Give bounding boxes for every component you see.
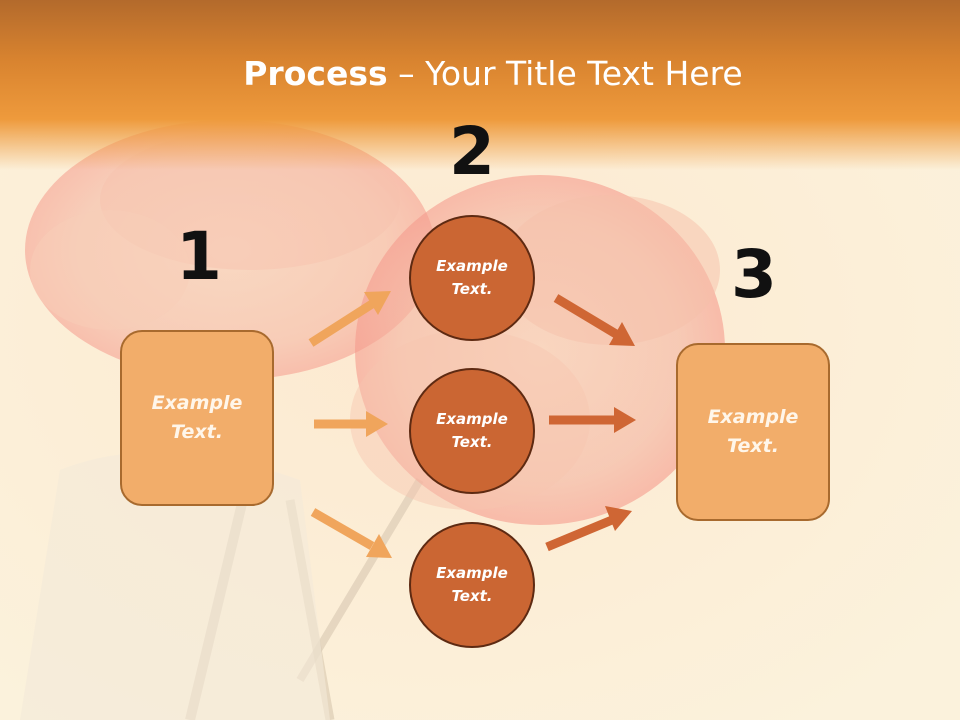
slide-title[interactable]: Process – Your Title Text Here xyxy=(0,52,960,96)
circle-bottom-text: Example Text. xyxy=(436,564,508,605)
arrow-top-to-step3 xyxy=(553,294,635,346)
step-3-number: 3 xyxy=(731,236,777,313)
arrow-middle-to-step3 xyxy=(549,407,636,433)
step-1-box-text: Example Text. xyxy=(151,392,243,443)
title-bold-part: Process xyxy=(243,54,388,93)
step-3-box-text: Example Text. xyxy=(707,406,799,457)
step-2-circle-top[interactable]: Example Text. xyxy=(409,215,535,341)
circle-top-text: Example Text. xyxy=(436,257,508,298)
circle-middle-text: Example Text. xyxy=(436,410,508,451)
title-rest-part: – Your Title Text Here xyxy=(387,54,743,93)
arrow-step1-to-middle xyxy=(314,411,388,437)
arrow-step1-to-top xyxy=(308,291,391,347)
arrow-bottom-to-step3 xyxy=(545,506,632,552)
step-2-circle-bottom[interactable]: Example Text. xyxy=(409,522,535,648)
title-band xyxy=(0,0,960,170)
step-1-number: 1 xyxy=(176,218,222,295)
step-1-box[interactable]: Example Text. xyxy=(120,330,274,506)
step-3-box[interactable]: Example Text. xyxy=(676,343,830,521)
step-2-circle-middle[interactable]: Example Text. xyxy=(409,368,535,494)
step-2-number: 2 xyxy=(449,113,495,190)
arrow-step1-to-bottom xyxy=(310,508,392,558)
